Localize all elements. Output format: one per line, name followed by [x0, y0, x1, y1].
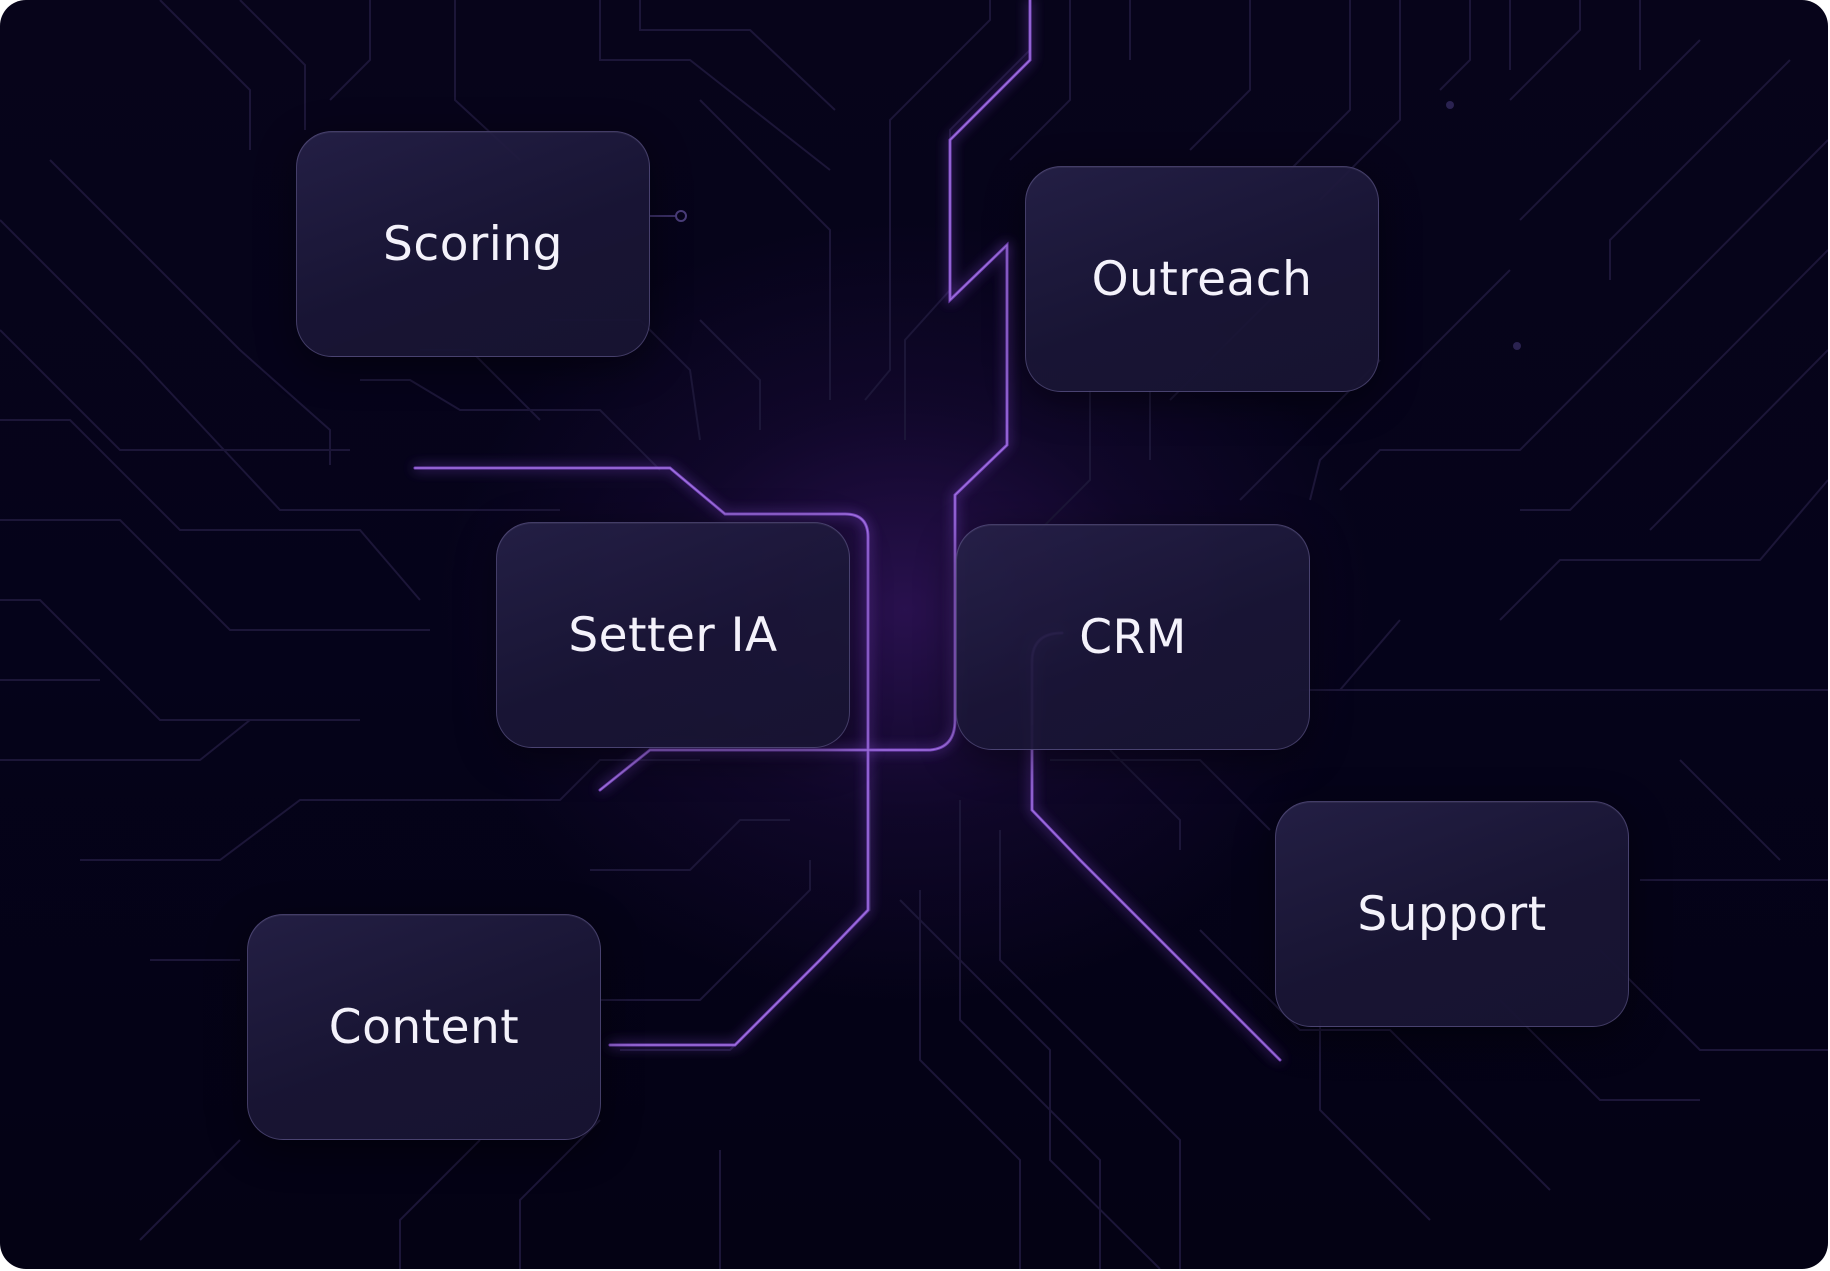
node-label: Scoring	[383, 216, 563, 272]
node-label: Content	[328, 999, 520, 1055]
node-setter-ia[interactable]: Setter IA	[496, 522, 850, 748]
node-label: Setter IA	[568, 607, 778, 663]
node-label: Outreach	[1091, 251, 1313, 307]
node-outreach[interactable]: Outreach	[1025, 166, 1379, 392]
node-support[interactable]: Support	[1275, 801, 1629, 1027]
connector-dots	[650, 101, 1521, 350]
node-label: Support	[1357, 886, 1547, 942]
node-content[interactable]: Content	[247, 914, 601, 1140]
node-crm[interactable]: CRM	[956, 524, 1310, 750]
node-scoring[interactable]: Scoring	[296, 131, 650, 357]
node-label: CRM	[1079, 609, 1187, 665]
